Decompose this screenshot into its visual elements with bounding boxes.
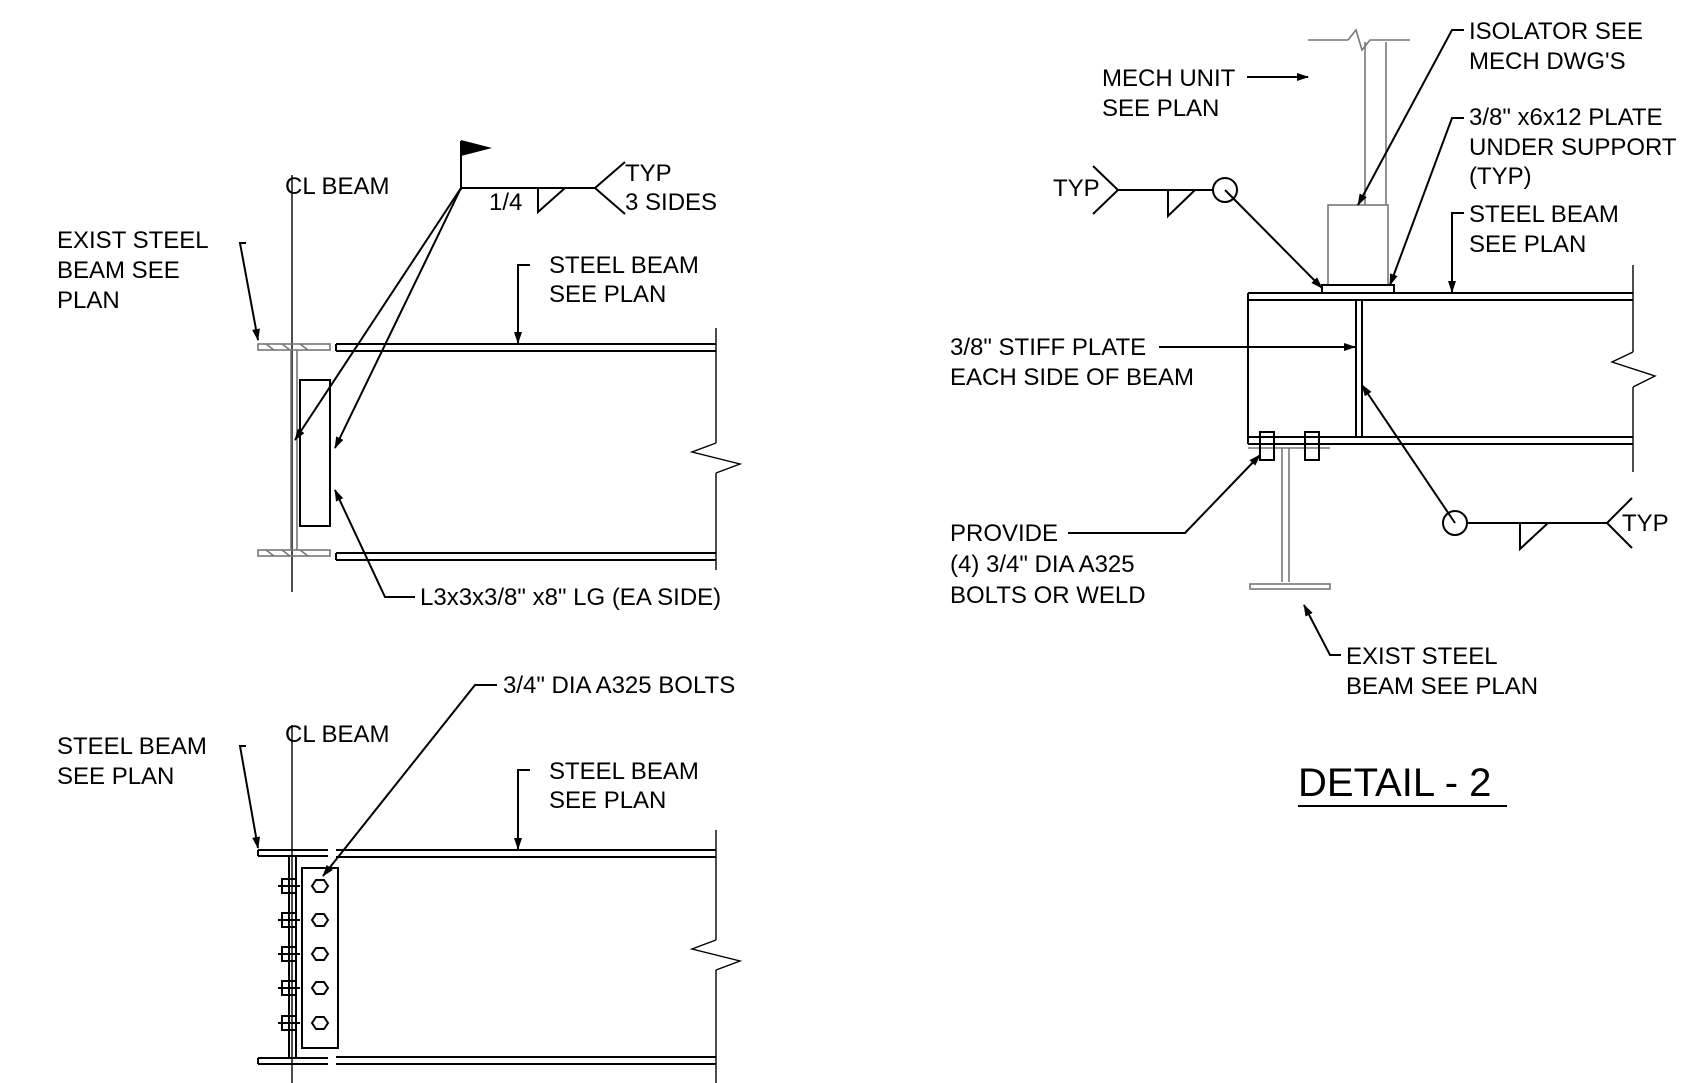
plate-label-2: UNDER SUPPORT	[1469, 134, 1677, 161]
isolator-leader	[1357, 29, 1464, 206]
bolt	[278, 1015, 330, 1031]
existing-beam-section	[1248, 447, 1331, 590]
detail-2-mech-unit-support: MECH UNIT SEE PLAN ISOLATOR SEE MECH DWG…	[950, 18, 1677, 807]
fillet-weld-symbol	[1167, 189, 1196, 219]
typ-left-label: TYP	[1053, 175, 1100, 202]
bolt	[278, 946, 330, 962]
new-steel-beam	[336, 830, 743, 1083]
detail-bottom-bolted-connection: CL BEAM 3/4" DIA A325 BOLTS STEEL BEAM S…	[57, 672, 743, 1083]
stiff-plate-label-1: 3/8" STIFF PLATE	[950, 334, 1146, 361]
mech-unit-label-2: SEE PLAN	[1102, 95, 1219, 122]
steel-beam-right-label-1: STEEL BEAM	[549, 758, 699, 785]
provide-leader	[1068, 454, 1261, 534]
detail-title: DETAIL - 2	[1298, 761, 1491, 805]
steel-beam-label-2: SEE PLAN	[1469, 231, 1586, 258]
exist-beam-label-2: BEAM SEE	[57, 257, 180, 284]
bolt	[278, 912, 330, 928]
new-steel-beam	[335, 328, 743, 570]
isolator-label-1: ISOLATOR SEE	[1469, 18, 1643, 45]
mech-unit-post	[1308, 28, 1410, 205]
cl-beam-label: CL BEAM	[285, 721, 389, 748]
bolts-label: 3/4" DIA A325 BOLTS	[503, 672, 735, 699]
plate-leader	[1389, 117, 1464, 286]
provide-label-1: PROVIDE	[950, 520, 1058, 547]
bolt-group	[278, 878, 330, 1031]
cl-beam-label: CL BEAM	[285, 173, 389, 200]
exist-beam-label-2: BEAM SEE PLAN	[1346, 673, 1538, 700]
existing-beam-section	[257, 343, 331, 557]
weld-tail	[1605, 497, 1633, 549]
weld-flag	[461, 140, 492, 156]
shear-plate	[301, 867, 339, 1049]
weld-size-label: 1/4	[489, 189, 522, 216]
new-steel-beam	[1247, 265, 1657, 472]
steel-beam-label-2: SEE PLAN	[549, 281, 666, 308]
weld-tail	[1092, 165, 1120, 215]
weld-tail	[593, 161, 626, 215]
detail-top-angle-connection: CL BEAM EXIST STEEL BEAM SEE PLAN 1/4 TY…	[57, 140, 743, 611]
angle-clip	[299, 379, 331, 527]
bolt	[278, 878, 330, 894]
exist-beam-label-1: EXIST STEEL	[1346, 643, 1498, 670]
exist-beam-label-3: PLAN	[57, 287, 120, 314]
plate-label-1: 3/8" x6x12 PLATE	[1469, 104, 1663, 131]
provide-label-2: (4) 3/4" DIA A325	[950, 551, 1135, 578]
typ-right-label: TYP	[1622, 510, 1669, 537]
weld-note-1: TYP	[625, 160, 672, 187]
mech-unit-label-1: MECH UNIT	[1102, 65, 1236, 92]
stiff-plate-label-2: EACH SIDE OF BEAM	[950, 364, 1194, 391]
angle-label: L3x3x3/8" x8" LG (EA SIDE)	[420, 584, 721, 611]
isolator	[1327, 204, 1389, 286]
fillet-weld-symbol	[537, 187, 566, 215]
steel-beam-label-1: STEEL BEAM	[1469, 201, 1619, 228]
existing-beam-section	[257, 849, 328, 1065]
steel-beam-label-1: STEEL BEAM	[549, 252, 699, 279]
weld-note-2: 3 SIDES	[625, 189, 717, 216]
steel-beam-right-label-2: SEE PLAN	[549, 787, 666, 814]
bolt	[278, 980, 330, 996]
support-plate	[1321, 284, 1395, 294]
isolator-label-2: MECH DWG'S	[1469, 48, 1626, 75]
steel-beam-left-label-2: SEE PLAN	[57, 763, 174, 790]
exist-beam-leader	[1303, 604, 1341, 656]
fillet-weld-symbol	[1519, 522, 1549, 552]
provide-label-3: BOLTS OR WELD	[950, 582, 1146, 609]
bolt-pair	[1256, 431, 1323, 461]
steel-beam-leader	[1448, 212, 1464, 293]
exist-beam-label-1: EXIST STEEL	[57, 227, 209, 254]
plate-label-3: (TYP)	[1469, 163, 1532, 190]
steel-beam-left-label-1: STEEL BEAM	[57, 733, 207, 760]
